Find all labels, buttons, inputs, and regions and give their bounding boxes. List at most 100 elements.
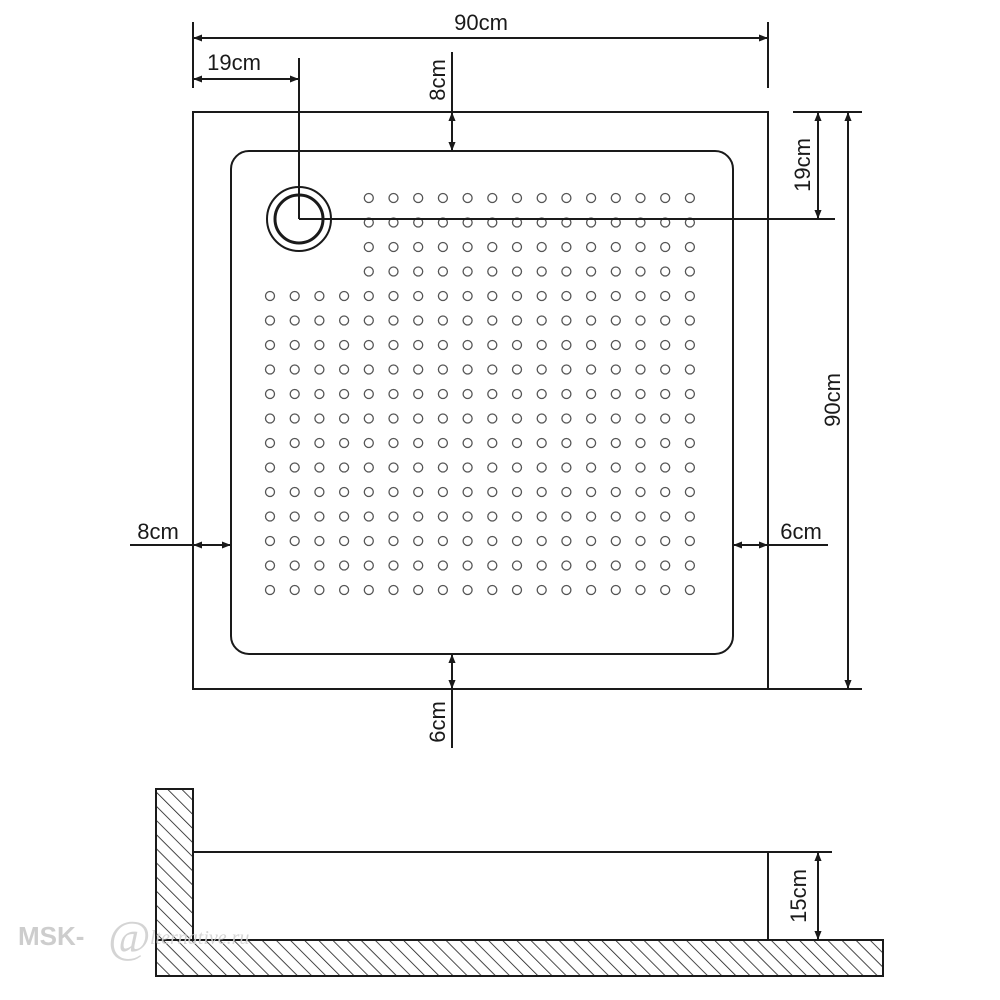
- anti-slip-dot: [363, 339, 374, 351]
- anti-slip-dot: [437, 535, 449, 547]
- anti-slip-dot: [635, 388, 646, 400]
- anti-slip-dot: [363, 462, 374, 473]
- anti-slip-dot: [363, 315, 374, 326]
- rim-bottom-dimension: 6cm: [425, 654, 456, 748]
- anti-slip-dot: [610, 584, 621, 596]
- anti-slip-dot: [660, 413, 671, 424]
- anti-slip-dot: [363, 560, 374, 571]
- anti-slip-dot: [388, 511, 399, 522]
- side-view: 15cm: [155, 788, 884, 977]
- anti-slip-dot: [536, 241, 547, 253]
- anti-slip-dot: [610, 315, 621, 326]
- anti-slip-dot: [660, 290, 671, 302]
- anti-slip-dot: [660, 486, 671, 498]
- anti-slip-dot: [314, 437, 325, 449]
- anti-slip-dot: [437, 364, 449, 375]
- anti-slip-dot: [289, 315, 300, 326]
- anti-slip-dot: [462, 462, 473, 473]
- anti-slip-dot: [289, 364, 300, 375]
- anti-slip-dot: [660, 437, 671, 449]
- anti-slip-dot: [561, 511, 572, 522]
- anti-slip-dot: [610, 290, 621, 302]
- anti-slip-dot: [487, 486, 498, 498]
- anti-slip-dot: [413, 560, 424, 571]
- rim-right-label: 6cm: [780, 519, 822, 544]
- anti-slip-dot: [684, 584, 696, 596]
- anti-slip-dot: [511, 486, 523, 498]
- anti-slip-dot: [388, 486, 399, 498]
- anti-slip-dot: [511, 462, 523, 473]
- anti-slip-dot: [635, 560, 646, 571]
- anti-slip-dot: [388, 560, 399, 571]
- anti-slip-dot: [660, 339, 671, 351]
- anti-slip-dot: [437, 413, 449, 424]
- anti-slip-dot: [462, 241, 473, 253]
- anti-slip-dot: [363, 437, 374, 449]
- anti-slip-dot: [660, 388, 671, 400]
- anti-slip-dot: [536, 511, 547, 522]
- anti-slip-dot: [660, 462, 671, 473]
- anti-slip-dot: [314, 339, 325, 351]
- rim-top-label: 8cm: [425, 59, 450, 101]
- anti-slip-dot: [585, 364, 597, 375]
- tray-height-dimension: 15cm: [768, 851, 832, 940]
- anti-slip-dot: [314, 486, 325, 498]
- anti-slip-dot: [511, 192, 523, 204]
- watermark-prefix: MSK-: [18, 921, 84, 951]
- anti-slip-dot: [635, 192, 646, 204]
- anti-slip-dot: [610, 339, 621, 351]
- anti-slip-dot: [314, 584, 325, 596]
- rim-left-label: 8cm: [137, 519, 179, 544]
- anti-slip-dot: [388, 437, 399, 449]
- anti-slip-dot: [413, 388, 424, 400]
- anti-slip-dot: [487, 413, 498, 424]
- anti-slip-dot: [511, 437, 523, 449]
- anti-slip-dot: [610, 266, 621, 277]
- anti-slip-dot: [660, 364, 671, 375]
- anti-slip-dot: [561, 560, 572, 571]
- anti-slip-dot: [363, 413, 374, 424]
- anti-slip-dot: [610, 241, 621, 253]
- anti-slip-dot: [684, 315, 696, 326]
- wall-hatched: [155, 788, 194, 941]
- anti-slip-dot: [264, 462, 276, 473]
- anti-slip-dot: [487, 388, 498, 400]
- anti-slip-dot: [413, 364, 424, 375]
- anti-slip-dot: [585, 486, 597, 498]
- anti-slip-dot: [561, 437, 572, 449]
- anti-slip-dot: [437, 437, 449, 449]
- anti-slip-dot: [363, 486, 374, 498]
- anti-slip-dot: [684, 413, 696, 424]
- anti-slip-dot: [487, 560, 498, 571]
- anti-slip-dot: [684, 364, 696, 375]
- anti-slip-dot: [536, 388, 547, 400]
- anti-slip-dot: [264, 486, 276, 498]
- anti-slip-dot: [264, 290, 276, 302]
- anti-slip-dot: [536, 266, 547, 277]
- anti-slip-dot: [388, 241, 399, 253]
- anti-slip-dot: [585, 192, 597, 204]
- anti-slip-dot: [462, 192, 473, 204]
- rim-top-dimension: 8cm: [425, 52, 456, 151]
- anti-slip-dot: [511, 560, 523, 571]
- anti-slip-dot: [511, 315, 523, 326]
- anti-slip-dot: [462, 511, 473, 522]
- anti-slip-dot: [635, 339, 646, 351]
- watermark: MSK- @ lternative.ru: [18, 911, 249, 962]
- rim-left-dimension: 8cm: [130, 519, 231, 549]
- anti-slip-dot: [289, 339, 300, 351]
- anti-slip-dot: [462, 437, 473, 449]
- anti-slip-dot: [437, 192, 449, 204]
- anti-slip-dot: [536, 584, 547, 596]
- anti-slip-dot: [561, 584, 572, 596]
- anti-slip-dot: [338, 388, 350, 400]
- anti-slip-dot: [511, 241, 523, 253]
- anti-slip-dot: [561, 364, 572, 375]
- anti-slip-dot: [338, 462, 350, 473]
- anti-slip-dot: [289, 535, 300, 547]
- anti-slip-dot: [388, 413, 399, 424]
- anti-slip-dot: [264, 511, 276, 522]
- anti-slip-dot: [684, 535, 696, 547]
- tray-outer-outline: [192, 111, 769, 690]
- anti-slip-dot: [684, 266, 696, 277]
